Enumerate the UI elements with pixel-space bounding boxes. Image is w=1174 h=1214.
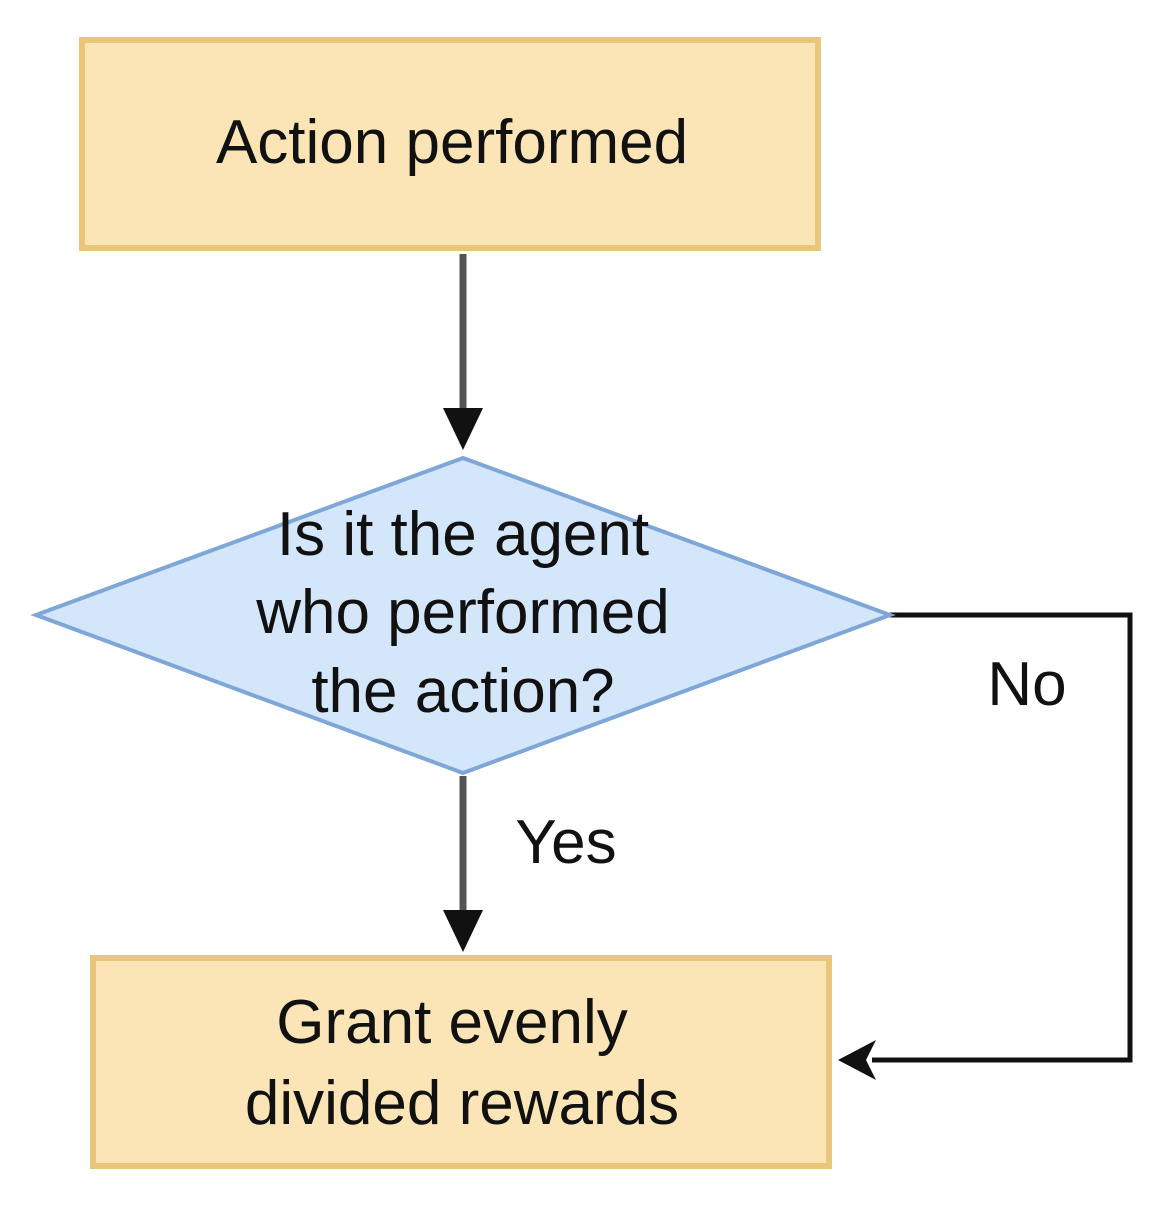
grant-label-line-2: divided rewards	[245, 1069, 679, 1138]
edge-no	[838, 612, 1133, 1080]
edge-yes-label: Yes	[515, 808, 616, 877]
node-decision: Is it the agent who performed the action…	[30, 455, 896, 776]
edge-start-to-decision	[443, 254, 483, 450]
decision-diamond	[30, 455, 896, 776]
decision-label-line-1: Is it the agent	[277, 500, 649, 569]
process-box	[79, 37, 821, 251]
node-action-performed-label: Action performed	[216, 108, 688, 177]
arrowhead-down-icon	[443, 910, 483, 952]
edge-no-line	[872, 612, 1133, 1063]
edge-no-label: No	[987, 650, 1066, 719]
node-action-performed: Action performed	[79, 37, 821, 251]
decision-label-line-2: who performed	[255, 578, 670, 647]
edge-yes	[443, 776, 483, 952]
arrowhead-left-icon	[838, 1040, 876, 1080]
process-box	[90, 955, 832, 1169]
decision-label-line-3: the action?	[311, 657, 614, 726]
node-grant-rewards: Grant evenly divided rewards	[90, 955, 832, 1169]
arrowhead-down-icon	[443, 408, 483, 450]
grant-label-line-1: Grant evenly	[276, 988, 628, 1057]
